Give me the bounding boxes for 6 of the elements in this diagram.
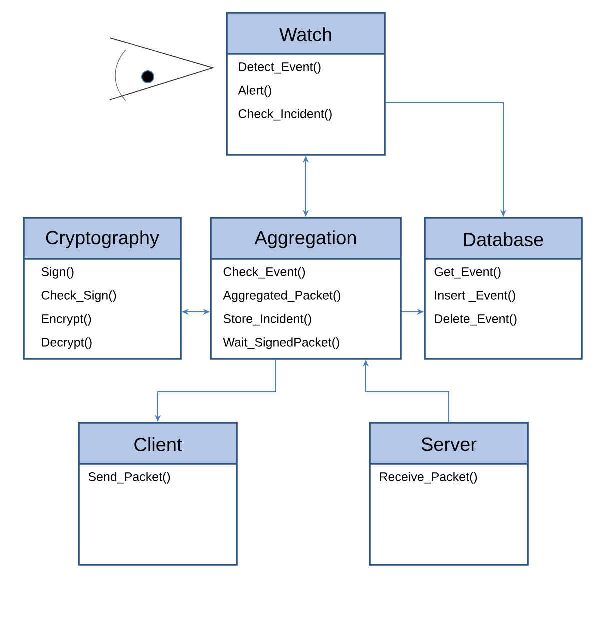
class-box: Client Send_Packet()	[78, 422, 238, 566]
class-box: Database Get_Event() Insert _Event() Delete_Event()	[424, 217, 583, 360]
class-box: Watch Detect_Event() Alert() Check_Incident()	[226, 12, 386, 156]
class-box: Aggregation Check_Event() Aggregated_Packet() Store_Incident() Wait_SignedPacket()	[210, 217, 402, 360]
class-box: Server Receive_Packet()	[369, 422, 529, 566]
class-box: Cryptography Sign() Check_Sign() Encrypt() Decrypt()	[23, 217, 182, 360]
